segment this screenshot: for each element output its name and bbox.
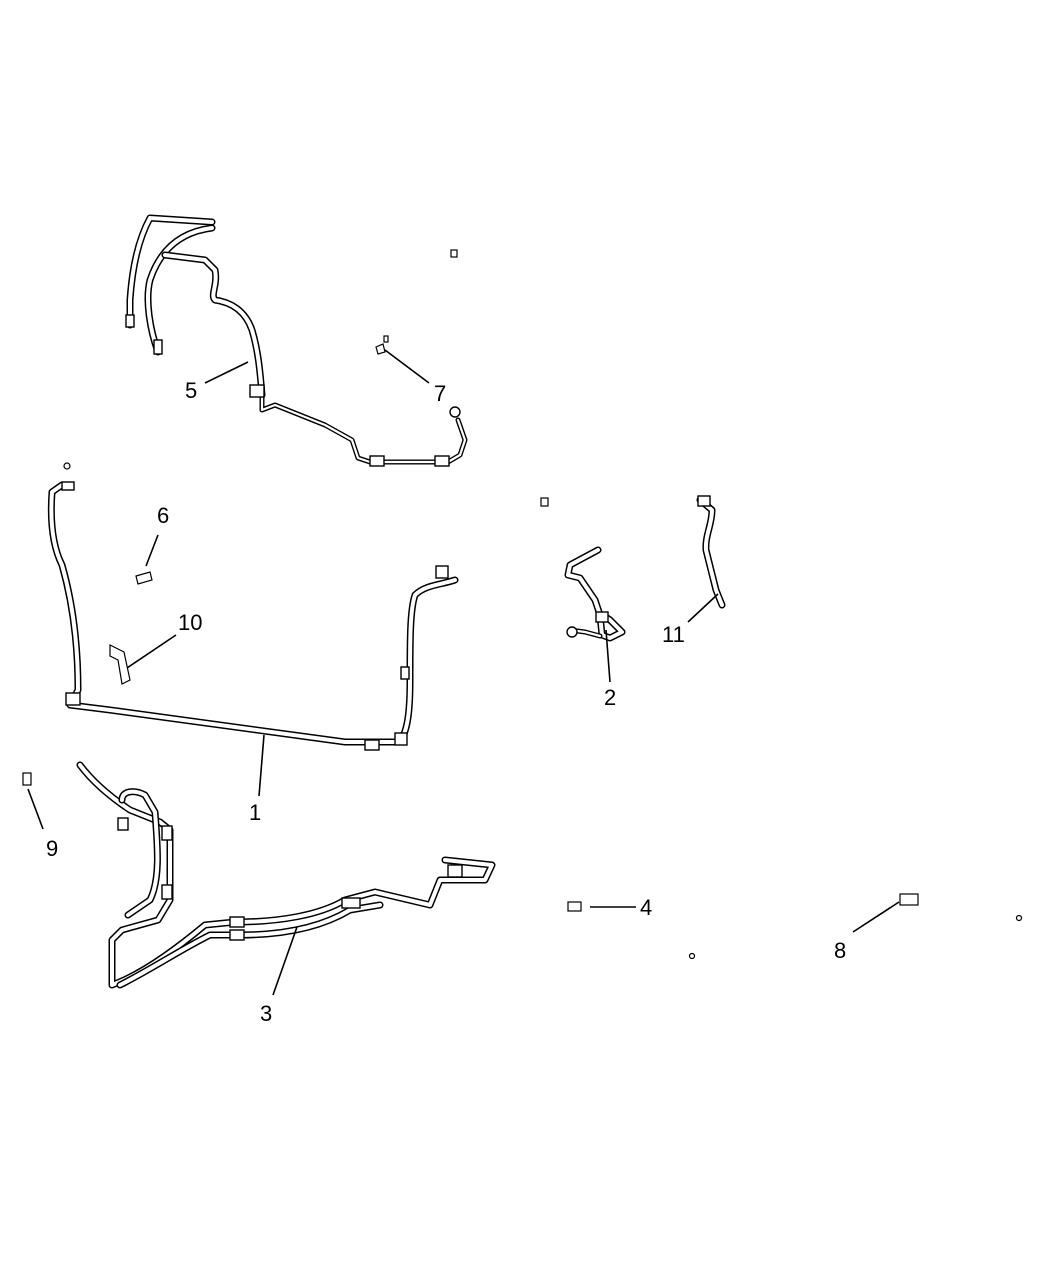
callout-label-1: 1	[249, 800, 261, 825]
callout-label-4: 4	[640, 895, 652, 920]
part-3-cooler-lines	[76, 761, 496, 989]
part-10-bracket	[109, 644, 131, 685]
callout-label-11: 11	[662, 622, 685, 647]
part-4-fitting	[567, 901, 582, 912]
part-7-clip	[375, 335, 389, 355]
part-9-fitting	[22, 772, 32, 786]
clip-icon	[1015, 914, 1023, 922]
part-6-bolt	[135, 571, 153, 585]
part-5-hose-assembly	[125, 214, 468, 467]
part-1-return-line	[47, 481, 459, 751]
callout-label-10: 10	[178, 610, 202, 635]
callout-label-3: 3	[260, 1001, 272, 1026]
part-8-fitting	[899, 893, 919, 906]
leader-lines	[27, 349, 900, 996]
callout-label-6: 6	[157, 503, 169, 528]
callout-label-2: 2	[604, 685, 616, 710]
clip-icon	[63, 462, 71, 470]
callout-label-7: 7	[434, 381, 446, 406]
callout-label-5: 5	[185, 378, 197, 403]
callout-label-8: 8	[834, 938, 846, 963]
clip-icon	[540, 497, 549, 507]
part-11-hose	[696, 495, 726, 609]
callout-label-9: 9	[46, 836, 58, 861]
clip-icon	[688, 952, 696, 960]
clip-icon	[450, 249, 458, 258]
part-2-hose-assembly	[564, 546, 626, 642]
